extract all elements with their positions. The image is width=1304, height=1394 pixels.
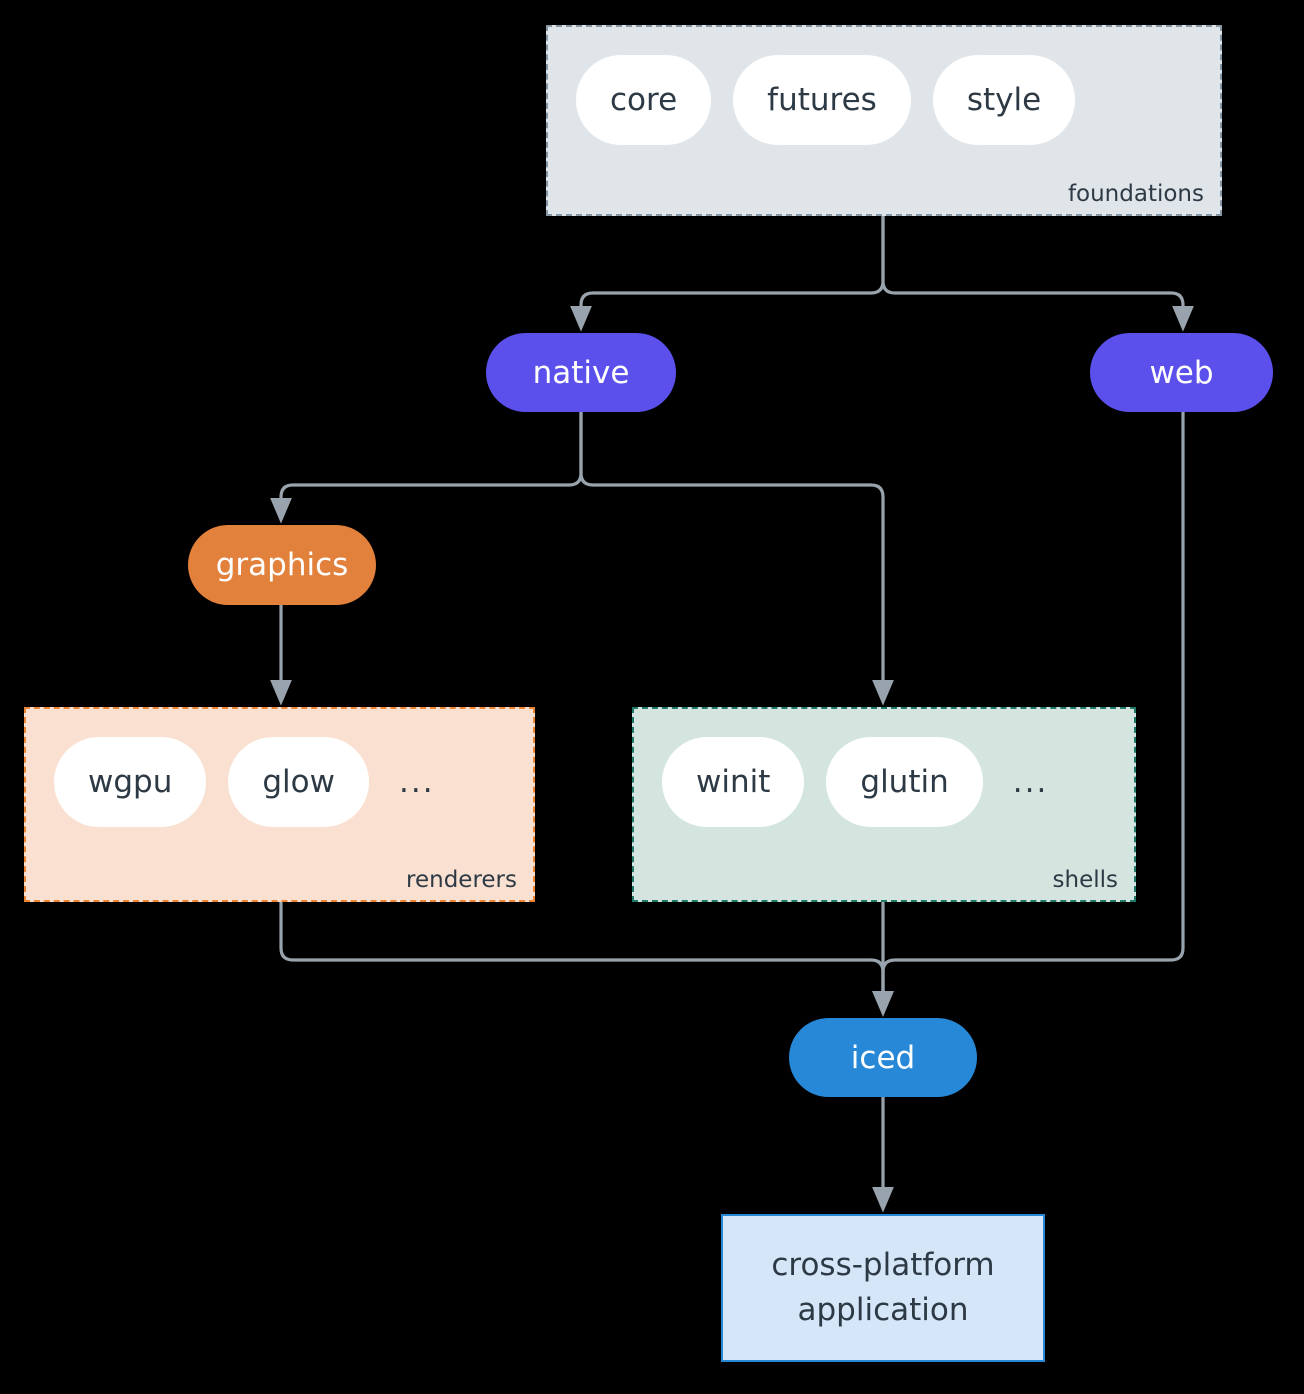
edge-native-graphics bbox=[270, 410, 583, 524]
edge-foundations-native bbox=[570, 214, 885, 332]
leaf-winit[interactable]: winit bbox=[662, 737, 805, 827]
cluster-renderers: wgpu glow ... renderers bbox=[24, 707, 535, 902]
edge-native-shells bbox=[579, 410, 894, 706]
leaf-core[interactable]: core bbox=[576, 55, 712, 145]
edge-renderers-iced bbox=[279, 900, 894, 1017]
leaf-glutin[interactable]: glutin bbox=[826, 737, 983, 827]
node-graphics[interactable]: graphics bbox=[188, 525, 376, 605]
renderers-ellipsis: ... bbox=[398, 763, 435, 800]
edge-foundations-web bbox=[881, 214, 1194, 332]
cluster-label-shells: shells bbox=[1052, 867, 1118, 893]
leaf-glow[interactable]: glow bbox=[228, 737, 369, 827]
application-line-1: cross-platform bbox=[771, 1247, 995, 1284]
node-iced[interactable]: iced bbox=[789, 1018, 977, 1097]
leaf-futures[interactable]: futures bbox=[733, 55, 911, 145]
node-cross-platform-application[interactable]: cross-platform application bbox=[721, 1214, 1045, 1362]
application-line-2: application bbox=[797, 1292, 969, 1328]
cluster-label-renderers: renderers bbox=[406, 867, 517, 893]
foundations-items: core futures style bbox=[576, 55, 1076, 145]
cluster-shells: winit glutin ... shells bbox=[632, 707, 1136, 902]
node-native[interactable]: native bbox=[486, 333, 676, 412]
shells-ellipsis: ... bbox=[1012, 763, 1049, 800]
leaf-style[interactable]: style bbox=[932, 55, 1076, 145]
cluster-foundations: core futures style foundations bbox=[546, 25, 1222, 216]
leaf-wgpu[interactable]: wgpu bbox=[54, 737, 207, 827]
node-web[interactable]: web bbox=[1090, 333, 1273, 412]
renderers-items: wgpu glow ... bbox=[54, 737, 435, 827]
cluster-label-foundations: foundations bbox=[1067, 181, 1204, 207]
shells-items: winit glutin ... bbox=[662, 737, 1048, 827]
